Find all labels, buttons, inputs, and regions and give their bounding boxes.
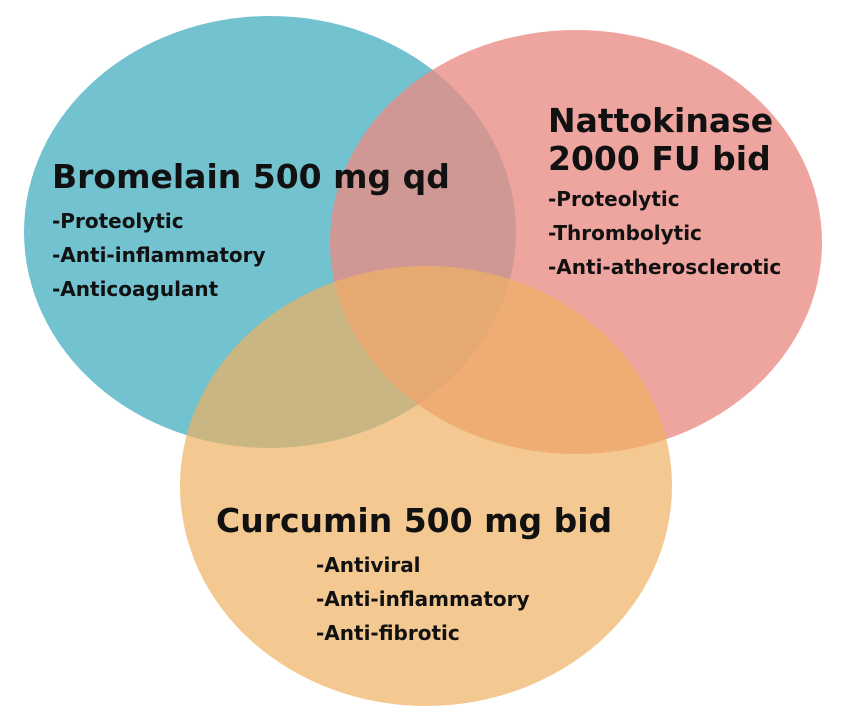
bromelain-property: -Proteolytic	[52, 209, 184, 233]
curcumin-property: -Antiviral	[316, 553, 421, 577]
curcumin-title-line: Curcumin 500 mg bid	[216, 501, 613, 540]
nattokinase-label-group: Nattokinase 2000 FU bid -Proteolytic -Th…	[548, 102, 781, 284]
bromelain-title-line: Bromelain 500 mg qd	[52, 157, 450, 196]
curcumin-property: -Anti-fibrotic	[316, 621, 460, 645]
nattokinase-properties-list: -Proteolytic -Thrombolytic -Anti-atheros…	[548, 182, 781, 284]
nattokinase-property: -Thrombolytic	[548, 221, 702, 245]
bromelain-property: -Anticoagulant	[52, 277, 219, 301]
curcumin-property: -Anti-inflammatory	[316, 587, 530, 611]
curcumin-label-group: Curcumin 500 mg bid -Antiviral -Anti-inf…	[216, 502, 612, 650]
nattokinase-title-line: 2000 FU bid	[548, 139, 771, 178]
bromelain-label-group: Bromelain 500 mg qd -Proteolytic -Anti-i…	[52, 158, 450, 306]
bromelain-title: Bromelain 500 mg qd	[52, 158, 450, 196]
bromelain-properties-list: -Proteolytic -Anti-inflammatory -Anticoa…	[52, 204, 450, 306]
circle-curcumin	[180, 266, 672, 706]
curcumin-properties-list: -Antiviral -Anti-inflammatory -Anti-fibr…	[316, 548, 612, 650]
bromelain-property: -Anti-inflammatory	[52, 243, 266, 267]
nattokinase-title-line: Nattokinase	[548, 101, 774, 140]
nattokinase-property: -Proteolytic	[548, 187, 680, 211]
nattokinase-property: -Anti-atherosclerotic	[548, 255, 782, 279]
nattokinase-title: Nattokinase 2000 FU bid	[548, 102, 781, 178]
curcumin-title: Curcumin 500 mg bid	[216, 502, 612, 540]
